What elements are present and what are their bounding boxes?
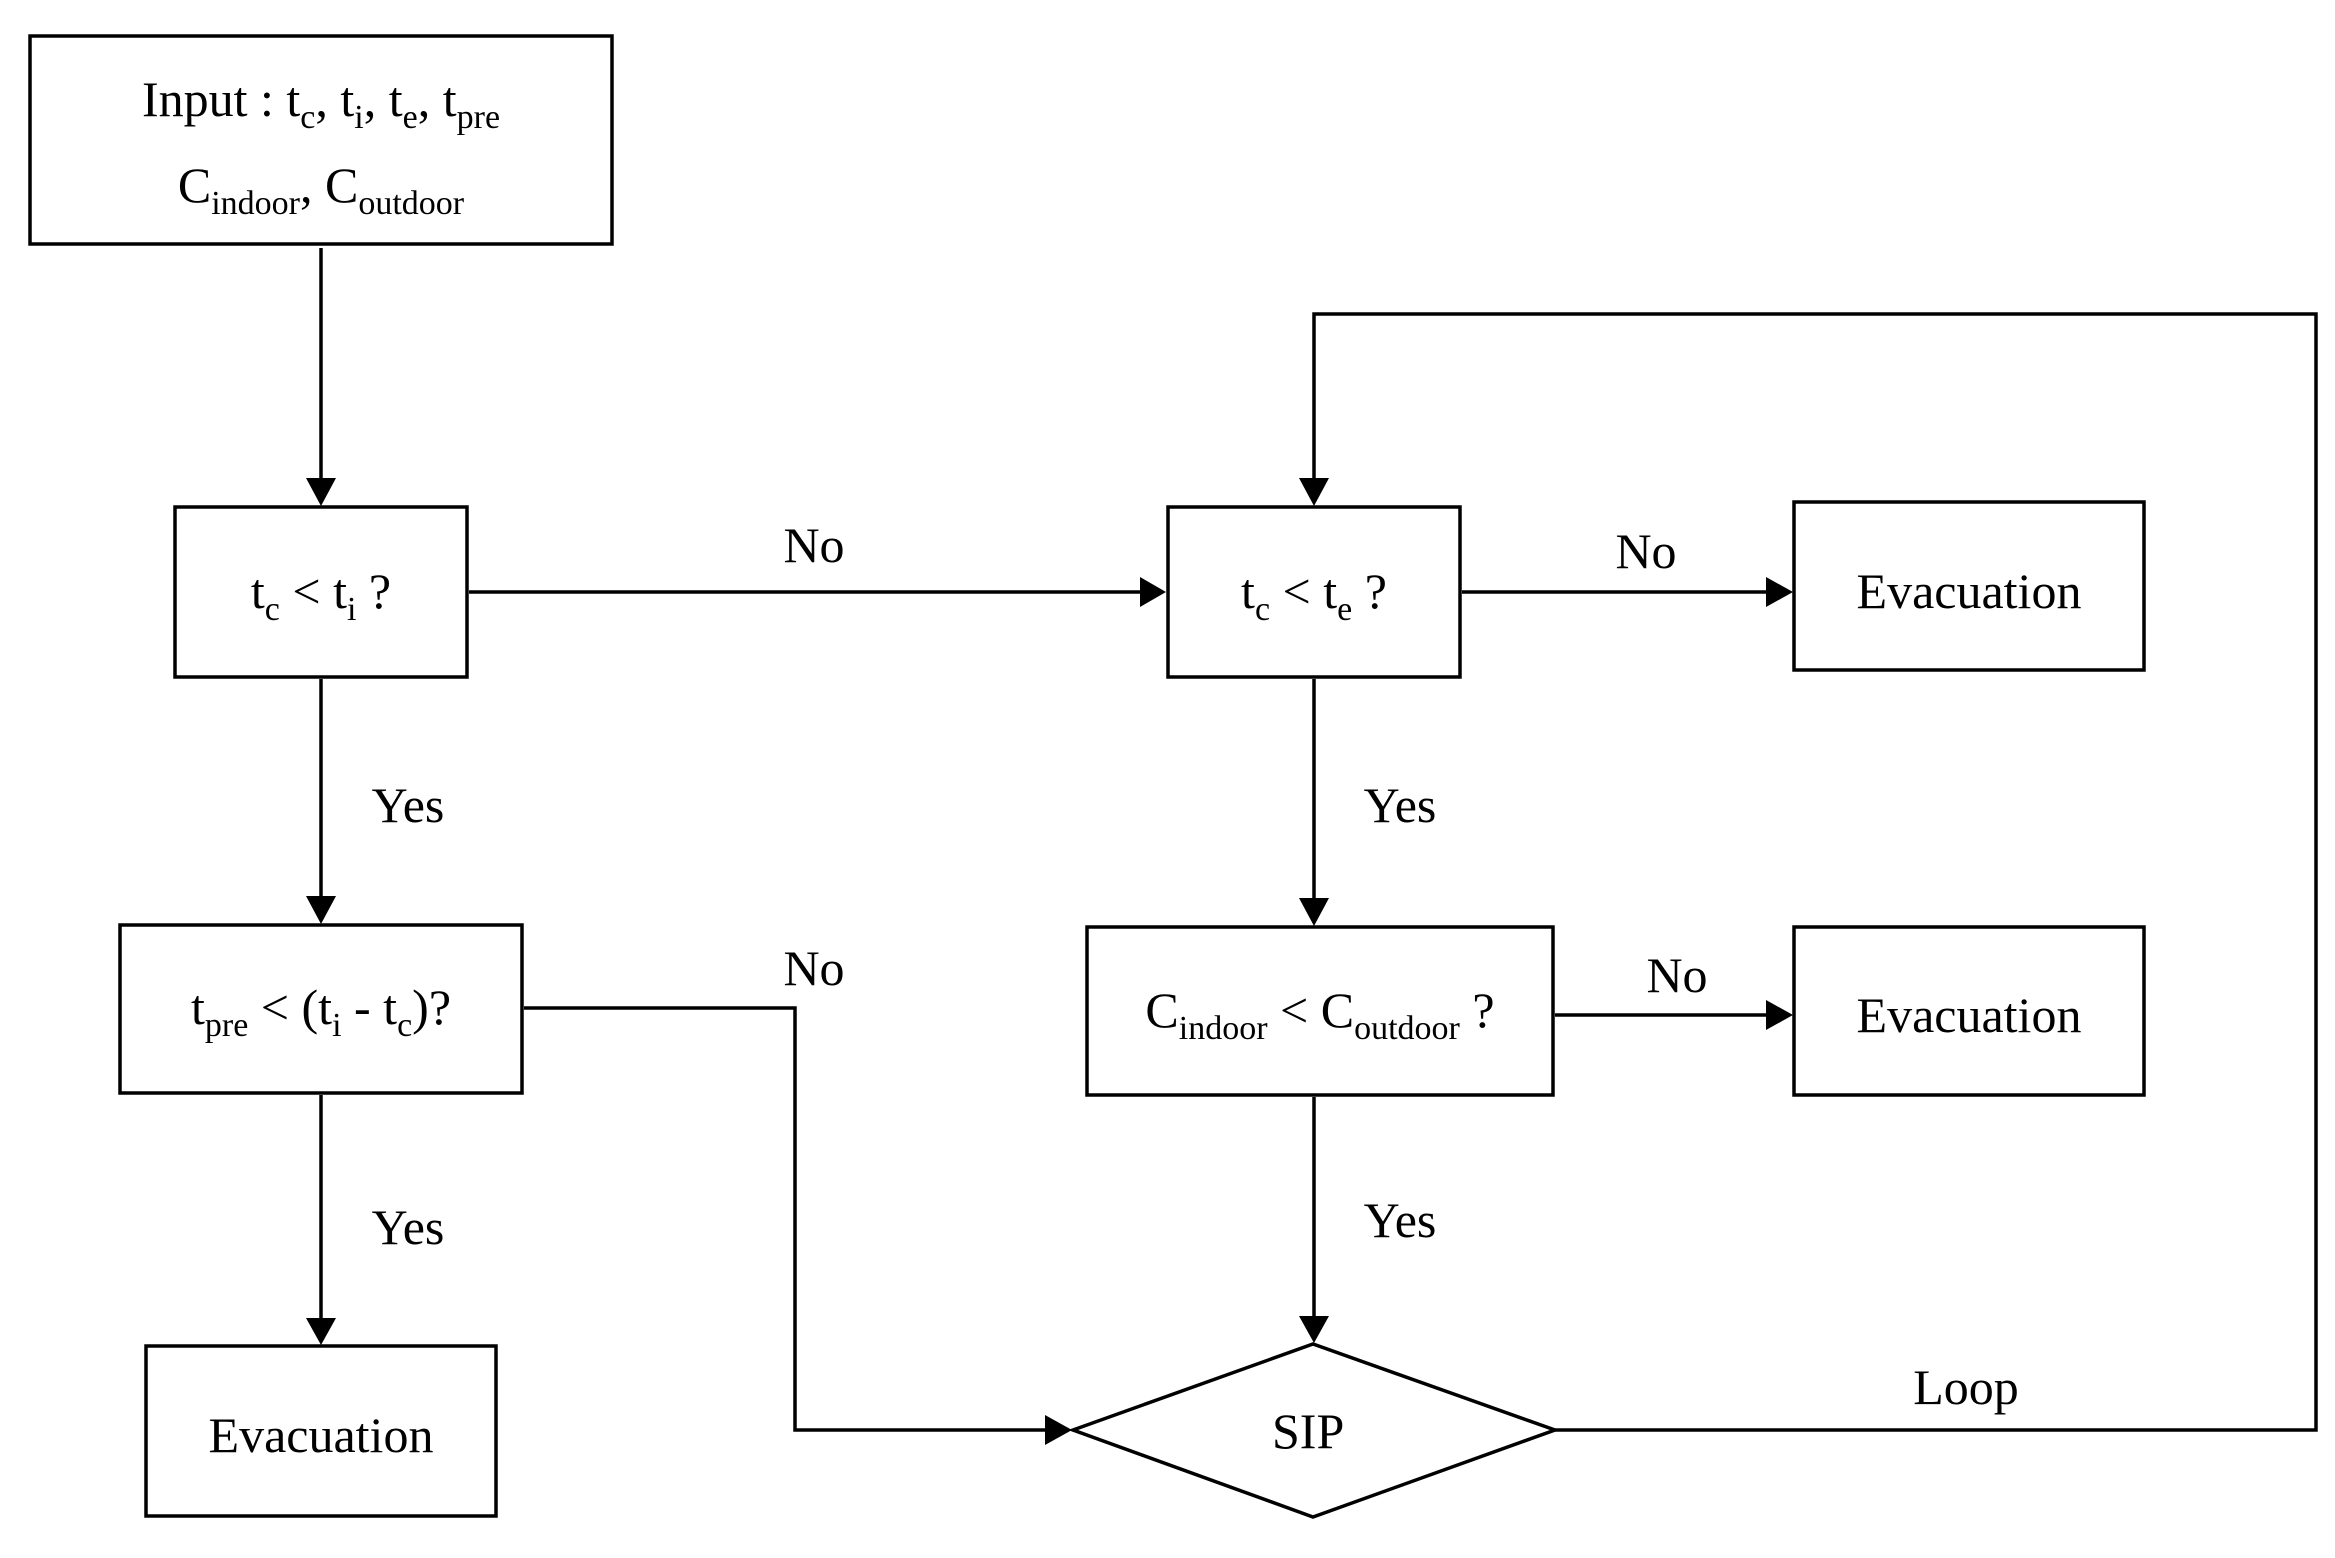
evacuation-label-mid-right: Evacuation: [1857, 987, 2082, 1043]
decision-tc-lt-ti-text: tc < ti ?: [251, 563, 391, 628]
evacuation-label-bottom-left: Evacuation: [209, 1407, 434, 1463]
edge-sip-loop-to-tcte: [1312, 312, 2318, 1432]
arrowhead-sip-top: [1299, 1316, 1329, 1343]
evacuation-box-bottom-left: [144, 1344, 498, 1518]
input-box: [28, 34, 614, 246]
sip-label: SIP: [1272, 1403, 1344, 1459]
edge-label-no-tcte: No: [1615, 523, 1676, 579]
edge-label-yes-tpre: Yes: [372, 1199, 445, 1255]
input-line-1: Input : tc, ti, te, tpre: [142, 71, 500, 136]
arrowhead-evac-mid-right: [1766, 1000, 1793, 1030]
edge-label-yes-tcti: Yes: [372, 777, 445, 833]
decision-tc-lt-ti-box: [173, 505, 469, 679]
arrowhead-evac-bottom-left: [306, 1318, 336, 1345]
arrowhead-tcti-top: [306, 478, 336, 506]
decision-cindoor-box: [1085, 925, 1555, 1097]
arrowhead-evac-top-right: [1766, 577, 1793, 607]
evacuation-box-top-right: [1792, 500, 2146, 672]
input-line-2: Cindoor, Coutdoor: [178, 157, 465, 222]
arrowhead-sip-left: [1045, 1415, 1072, 1445]
edge-label-yes-cindoor: Yes: [1364, 1192, 1437, 1248]
evacuation-label-top-right: Evacuation: [1857, 563, 2082, 619]
edge-label-loop: Loop: [1913, 1359, 2019, 1415]
decision-tpre-text: tpre < (ti - tc)?: [191, 979, 451, 1044]
decision-tc-lt-te-box: [1166, 505, 1462, 679]
edge-tpre-no-to-sip: [524, 1006, 1045, 1432]
edge-label-no-tpre: No: [783, 940, 844, 996]
arrowhead-tcte-left: [1140, 577, 1166, 607]
arrowhead-tpre-top: [306, 896, 336, 924]
edge-label-no-tcti: No: [783, 517, 844, 573]
edge-label-yes-tcte: Yes: [1364, 777, 1437, 833]
edge-label-no-cindoor: No: [1646, 947, 1707, 1003]
arrowhead-cindoor-top: [1299, 898, 1329, 926]
evacuation-box-mid-right: [1792, 925, 2146, 1097]
decision-cindoor-text: Cindoor < Coutdoor ?: [1145, 982, 1494, 1047]
decision-tc-lt-te-text: tc < te ?: [1241, 563, 1387, 628]
arrowhead-loop-tcte-top: [1299, 478, 1329, 506]
decision-tpre-box: [118, 923, 524, 1095]
